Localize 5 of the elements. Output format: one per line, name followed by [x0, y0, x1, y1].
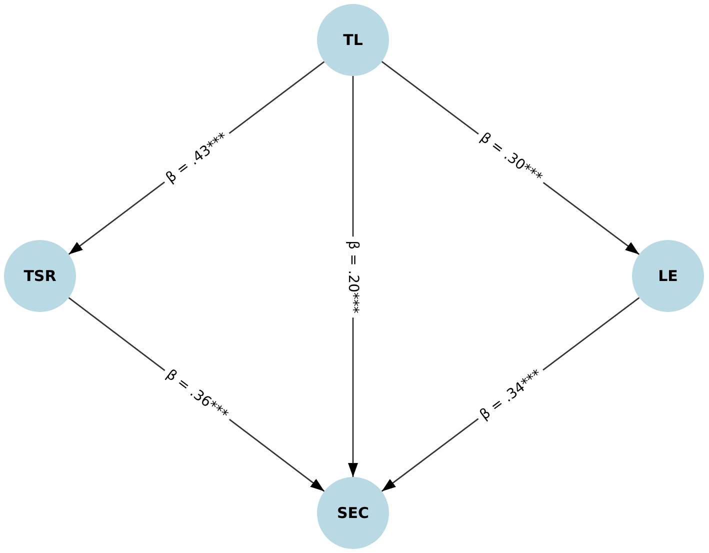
node-label: TSR — [24, 266, 56, 286]
node-label: LE — [658, 266, 678, 286]
edge-label: β = .20*** — [344, 236, 362, 317]
node-label: SEC — [336, 504, 370, 522]
node-label: TL — [343, 30, 363, 50]
